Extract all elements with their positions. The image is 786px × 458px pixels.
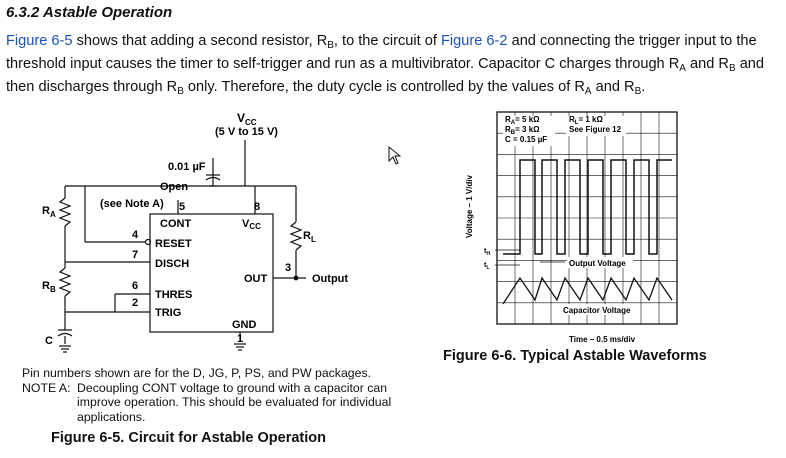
ic-out-label: OUT <box>244 273 268 285</box>
pin-4: 4 <box>132 229 139 241</box>
wave-tl-label: tL <box>484 262 489 271</box>
para-text-5: and then discharges through R <box>6 56 765 95</box>
para-sub-b2: B <box>728 63 736 74</box>
pin-note: Pin numbers shown are for the D, JG, P, … <box>22 366 372 380</box>
capacitor-voltage-label: Capacitor Voltage <box>563 306 631 315</box>
figure-6-5-link[interactable]: Figure 6-5 <box>6 33 73 49</box>
waveform-plot <box>495 111 678 325</box>
pin-2: 2 <box>132 297 138 309</box>
ic-cont-label: CONT <box>160 218 191 230</box>
ic-gnd-label: GND <box>232 319 257 331</box>
c-label: C <box>45 335 53 347</box>
note-a-text: Decoupling CONT voltage to ground with a… <box>77 380 392 424</box>
output-label: Output <box>312 273 348 285</box>
para-text-6: only. Therefore, the duty cycle is contr… <box>187 79 585 95</box>
para-text-8: . <box>641 79 646 95</box>
para-text-7: and R <box>595 79 635 95</box>
wave-param-rb: RB= 3 kΩ <box>505 125 540 136</box>
note-a: NOTE A: Decoupling CONT voltage to groun… <box>22 381 392 425</box>
note-a-label: NOTE A: <box>22 380 71 395</box>
open-label: Open <box>160 181 188 193</box>
ic-555-body <box>149 213 274 333</box>
ic-vcc-label: VCC <box>242 218 261 231</box>
wave-param-c: C = 0.15 µF <box>505 135 547 144</box>
wave-param-ra: RA= 5 kΩ <box>505 115 540 126</box>
ic-thres-label: THRES <box>155 289 192 301</box>
pin-6: 6 <box>132 280 138 292</box>
vcc-range-label: (5 V to 15 V) <box>215 126 278 138</box>
wave-param-see-fig: See Figure 12 <box>569 125 622 134</box>
rl-label: RL <box>303 230 316 244</box>
figure-6-2-link[interactable]: Figure 6-2 <box>441 33 508 49</box>
para-sub-a1: A <box>679 63 686 74</box>
para-text-1: shows that adding a second resistor, R <box>76 33 328 49</box>
cap-value-label: 0.01 µF <box>168 161 206 173</box>
wave-x-label: Time – 0.5 ms/div <box>569 335 636 344</box>
para-sub-b3: B <box>177 86 184 97</box>
wave-param-rl: RL= 1 kΩ <box>569 115 603 126</box>
ic-reset-label: RESET <box>155 238 192 250</box>
pin-8: 8 <box>254 201 260 213</box>
para-text-2: , to the circuit of <box>333 33 437 49</box>
pin-7: 7 <box>132 249 138 261</box>
figure-notes: Pin numbers shown are for the D, JG, P, … <box>22 366 392 424</box>
ra-label: RA <box>42 205 56 219</box>
mouse-pointer-icon <box>388 145 402 165</box>
para-sub-b4: B <box>634 86 642 97</box>
figure-6-6-caption: Figure 6-6. Typical Astable Waveforms <box>443 348 707 364</box>
pin-3: 3 <box>285 262 291 274</box>
para-text-3: and connecting the trigger input to the … <box>6 33 757 72</box>
wave-th-label: tH <box>484 248 490 257</box>
wave-y-label: Voltage – 1 V/div <box>465 174 474 238</box>
para-text-4: and R <box>690 56 729 72</box>
output-voltage-label: Output Voltage <box>569 259 626 268</box>
figure-6-5-caption: Figure 6-5. Circuit for Astable Operatio… <box>51 430 327 446</box>
section-heading: 6.3.2 Astable Operation <box>6 4 173 21</box>
para-sub-b1: B <box>327 40 334 51</box>
pin-1: 1 <box>237 333 243 345</box>
rb-label: RB <box>42 280 56 294</box>
ic-disch-label: DISCH <box>155 258 189 270</box>
body-paragraph: Figure 6-5 shows that adding a second re… <box>6 32 780 101</box>
see-note-label: (see Note A) <box>100 198 164 210</box>
ic-trig-label: TRIG <box>155 307 181 319</box>
vcc-label: VCC <box>237 111 257 127</box>
pin-5: 5 <box>179 201 185 213</box>
para-sub-a2: A <box>584 86 592 97</box>
